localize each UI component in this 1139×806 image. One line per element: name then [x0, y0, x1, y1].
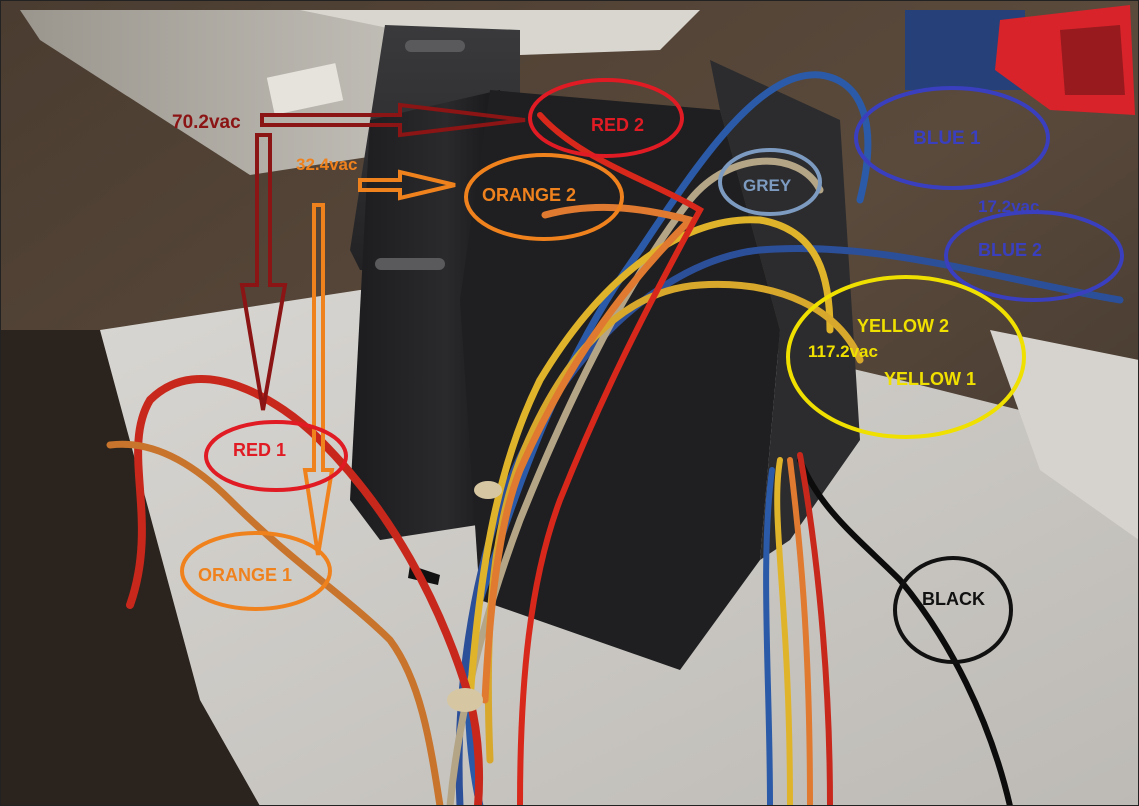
annotation-circles [180, 78, 1124, 664]
circle-red-2 [528, 78, 684, 158]
arrow-orange-voltage [302, 169, 456, 556]
mount-slot-top [405, 40, 465, 52]
red-object-pattern [1060, 25, 1125, 95]
voltage-label-red-pair: 70.2vac [172, 112, 241, 133]
circle-blue-1 [854, 86, 1050, 190]
wire-label-black: BLACK [922, 589, 985, 609]
wire-bundle-right-2 [787, 457, 813, 806]
wire-label-blue-2: BLUE 2 [978, 240, 1043, 260]
mount-slot-bottom [375, 258, 445, 270]
wire-label-red-1: RED 1 [233, 440, 287, 460]
wire-label-grey: GREY [743, 176, 792, 195]
circle-orange-2 [464, 153, 624, 241]
transformer-core-front [460, 90, 780, 670]
wire-black [797, 457, 1013, 806]
wire-orange-1 [106, 440, 444, 806]
wire-bundle-right-1 [774, 457, 793, 806]
circle-grey [718, 148, 822, 216]
table-dark-edge [0, 330, 260, 806]
transformer-core-right [710, 60, 860, 560]
voltage-label-orange-pair: 32.4vac [296, 155, 358, 174]
annotation-arrows [239, 102, 526, 556]
wire-label-red-2: RED 2 [591, 115, 645, 135]
wire-red-2 [517, 112, 705, 806]
arrow-red-to-red1 [239, 133, 288, 411]
wire-ties [447, 481, 502, 712]
paper-sheet-right [990, 330, 1139, 540]
wire-orange-2 [481, 203, 697, 704]
wire-label-yellow-1: YELLOW 1 [884, 369, 977, 389]
circle-yellow [786, 275, 1026, 439]
arrow-red-to-red2 [260, 102, 526, 138]
wire-yellow-2 [466, 216, 834, 704]
wire-bundle-right-3 [763, 467, 775, 806]
laptop [20, 10, 480, 175]
arrow-red-voltage [239, 102, 526, 411]
wire-tie-lower [447, 688, 483, 712]
arrow-orange-to-orange2 [358, 169, 456, 201]
wire-tie-upper [474, 481, 502, 499]
wire-blue-2 [455, 244, 1124, 806]
wire-label-blue-1: BLUE 1 [913, 128, 981, 149]
wire-label-yellow-2: YELLOW 2 [857, 316, 950, 336]
laptop-sticker [266, 63, 344, 115]
wire-bundle-right-4 [797, 452, 833, 806]
wire-label-orange-2: ORANGE 2 [482, 185, 577, 205]
circle-red-1 [204, 420, 348, 492]
arrow-orange-to-orange1 [302, 203, 335, 556]
voltage-label-yellow-pair: 117.2vac [808, 342, 878, 361]
voltage-label-blue-pair: 17.2vac [978, 197, 1040, 216]
circle-orange-1 [180, 531, 332, 611]
wire-label-orange-1: ORANGE 1 [198, 565, 293, 585]
circle-black [893, 556, 1013, 664]
circle-blue-2 [944, 210, 1124, 302]
